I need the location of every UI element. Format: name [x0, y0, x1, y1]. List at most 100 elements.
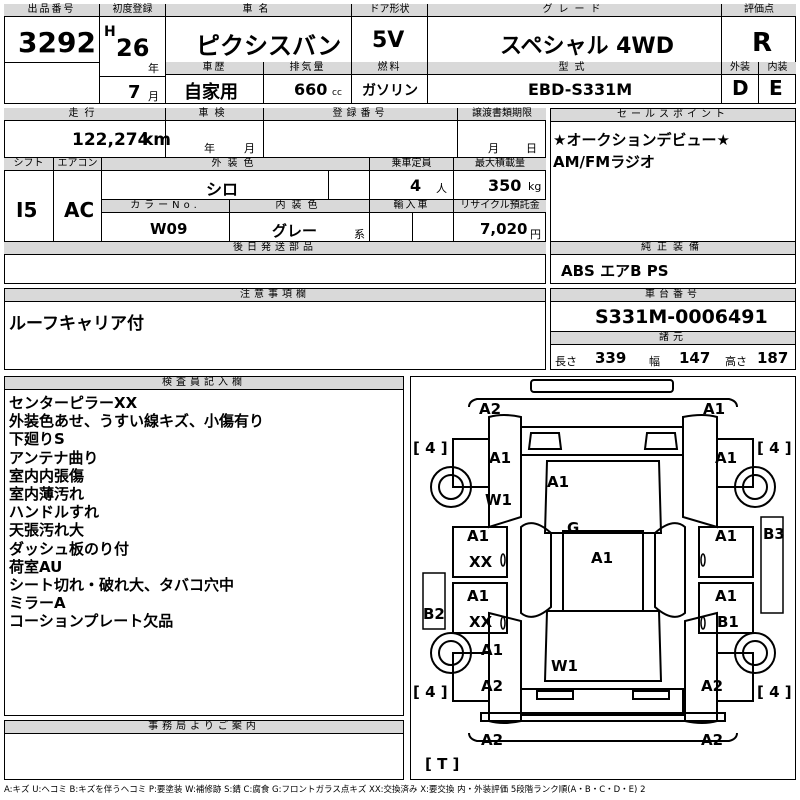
- month-unit: 月: [148, 90, 159, 103]
- sales-box: セールスポイント ★オークションデビュー★ AM/FMラジオ: [550, 108, 796, 242]
- car-name-box: 車名 ピクシスバン: [166, 4, 352, 62]
- parts-label: 後日発送部品: [4, 242, 546, 255]
- displacement: 660: [294, 80, 328, 99]
- year-unit: 年: [148, 62, 159, 75]
- door-label: ドア形状: [352, 4, 427, 17]
- ac-label: エアコン: [54, 158, 101, 171]
- damage-mark: A1: [467, 527, 490, 545]
- color: シロ: [206, 180, 239, 199]
- transfer-box: 譲渡書類期限 月 日: [458, 108, 546, 158]
- inspector-note-line: 外装色あせ、うすい線キズ、小傷有り: [9, 412, 265, 431]
- car-name-label: 車名: [166, 4, 351, 17]
- color-box: 外装色 シロ: [102, 158, 370, 200]
- inspector-label: 検査員記入欄: [5, 377, 403, 390]
- mileage-unit: km: [142, 130, 172, 150]
- ac-box: エアコン AC: [54, 158, 102, 242]
- exterior-box: 外装 D: [722, 62, 759, 104]
- recycle-label: リサイクル預託金: [454, 200, 546, 213]
- tire-tread-label: [ 4 ]: [757, 439, 792, 457]
- inspector-note-line: ダッシュ板のり付: [9, 539, 130, 558]
- grade: スペシャル 4WD: [500, 34, 674, 59]
- inspector-note-line: 下廻りS: [9, 430, 65, 449]
- damage-mark: B2: [423, 605, 445, 623]
- width-label: 幅: [649, 355, 660, 368]
- tire-tread-label: [ 4 ]: [413, 683, 448, 701]
- model-box: 型式 EBD-S331M: [428, 62, 722, 104]
- first-reg-label: 初度登録: [100, 4, 165, 17]
- tire-tread-label: [ 4 ]: [413, 439, 448, 457]
- shift: I5: [16, 198, 38, 222]
- caution: ルーフキャリア付: [9, 314, 144, 334]
- lot-box: 出品番号 3292: [4, 4, 100, 104]
- regno-box: 登録番号: [264, 108, 458, 158]
- equipment-label: 純正装備: [551, 242, 795, 255]
- legend: A:キズ U:ヘコミ B:キズを伴うヘコミ P:要塗装 W:補修跡 S:錆 C:…: [4, 785, 646, 795]
- office-box: 事務局よりご案内: [4, 720, 404, 780]
- sales-label: セールスポイント: [551, 109, 795, 122]
- fuel-box: 燃料 ガソリン: [352, 62, 428, 104]
- inspector-note-line: ミラーA: [9, 594, 66, 613]
- capacity-label: 乗車定員: [370, 158, 453, 171]
- capacity-unit: 人: [436, 182, 447, 195]
- chassis-box: 車台番号 S331M-0006491 諸元 長さ 339 幅 147 高さ 18…: [550, 288, 796, 370]
- mileage-box: 走行 122,274 km: [4, 108, 171, 158]
- damage-mark: XX: [469, 613, 493, 631]
- damage-mark: A2: [481, 677, 504, 695]
- history: 自家用: [184, 82, 238, 103]
- damage-mark: B3: [763, 525, 785, 543]
- damage-mark: G: [567, 519, 580, 537]
- inspector-note-line: 天張汚れ大: [9, 521, 85, 540]
- colorno: W09: [150, 220, 188, 238]
- first-reg-year: 26: [116, 34, 150, 62]
- exterior-label: 外装: [722, 62, 758, 75]
- model-label: 型式: [428, 62, 721, 75]
- inspector-note-line: ハンドルすれ: [9, 503, 100, 522]
- intcolor-label: 内装色: [230, 200, 369, 213]
- shift-box: シフト I5: [4, 158, 54, 242]
- score-box: 評価点 R: [722, 4, 796, 62]
- interior-grade: E: [769, 76, 783, 100]
- damage-mark: A1: [715, 587, 738, 605]
- dims-label: 諸元: [551, 331, 795, 345]
- damage-mark: A2: [701, 677, 724, 695]
- damage-mark: A1: [715, 449, 738, 467]
- damage-mark: A2: [479, 400, 502, 418]
- interior-box: 内装 E: [759, 62, 796, 104]
- tire-tread-label: [ 4 ]: [757, 683, 792, 701]
- history-box: 車歴 自家用: [166, 62, 264, 104]
- inspection-label: 車検: [166, 108, 263, 121]
- damage-mark: A2: [701, 731, 724, 749]
- shift-label: シフト: [4, 158, 53, 171]
- damage-mark: A1: [489, 449, 512, 467]
- fuel: ガソリン: [362, 83, 418, 99]
- score-label: 評価点: [722, 4, 796, 17]
- load-label: 最大積載量: [454, 158, 546, 171]
- parts-box: 後日発送部品: [4, 242, 546, 284]
- inspection-box: 車検 年 月: [166, 108, 264, 158]
- regno-label: 登録番号: [264, 108, 457, 121]
- import-label: 輸入車: [370, 200, 453, 213]
- load: 350: [488, 176, 522, 195]
- mileage-label: 走行: [4, 108, 165, 121]
- damage-mark: A2: [481, 731, 504, 749]
- office-label: 事務局よりご案内: [5, 721, 403, 734]
- damage-diagram: [ 4 ] [ 4 ] [ 4 ] [ 4 ] [ T ] A2 A1 A1 A…: [410, 376, 796, 780]
- chassis-number: S331M-0006491: [595, 306, 768, 328]
- exterior-grade: D: [732, 76, 749, 100]
- caution-box: 注意事項欄 ルーフキャリア付: [4, 288, 546, 370]
- damage-mark: A1: [467, 587, 490, 605]
- transfer-day-unit: 日: [526, 142, 537, 155]
- damage-mark: XX: [469, 553, 493, 571]
- inspector-note-line: 室内薄汚れ: [9, 485, 85, 504]
- first-reg-box: 初度登録 H 26 年 7 月: [100, 4, 166, 104]
- ac: AC: [64, 198, 95, 222]
- height-label: 高さ: [725, 355, 747, 368]
- sales-line: AM/FMラジオ: [553, 153, 655, 171]
- equipment: ABS エアB PS: [561, 262, 669, 280]
- car-name: ピクシスバン: [196, 32, 342, 60]
- displacement-box: 排気量 660 cc: [264, 62, 352, 104]
- recycle: 7,020: [480, 220, 528, 238]
- length: 339: [595, 349, 627, 367]
